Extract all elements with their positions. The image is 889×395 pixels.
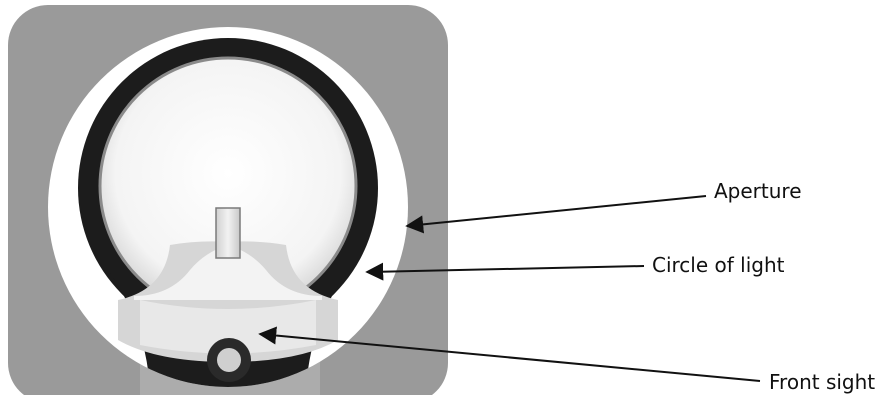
aperture-arrow: [407, 196, 706, 226]
circle-of-light-label: Circle of light: [652, 255, 784, 275]
front-sight-label: Front sight: [769, 372, 875, 392]
aperture-label: Aperture: [714, 181, 802, 201]
front-sight-post: [216, 208, 240, 258]
front-sight-bead-inner: [217, 348, 241, 372]
